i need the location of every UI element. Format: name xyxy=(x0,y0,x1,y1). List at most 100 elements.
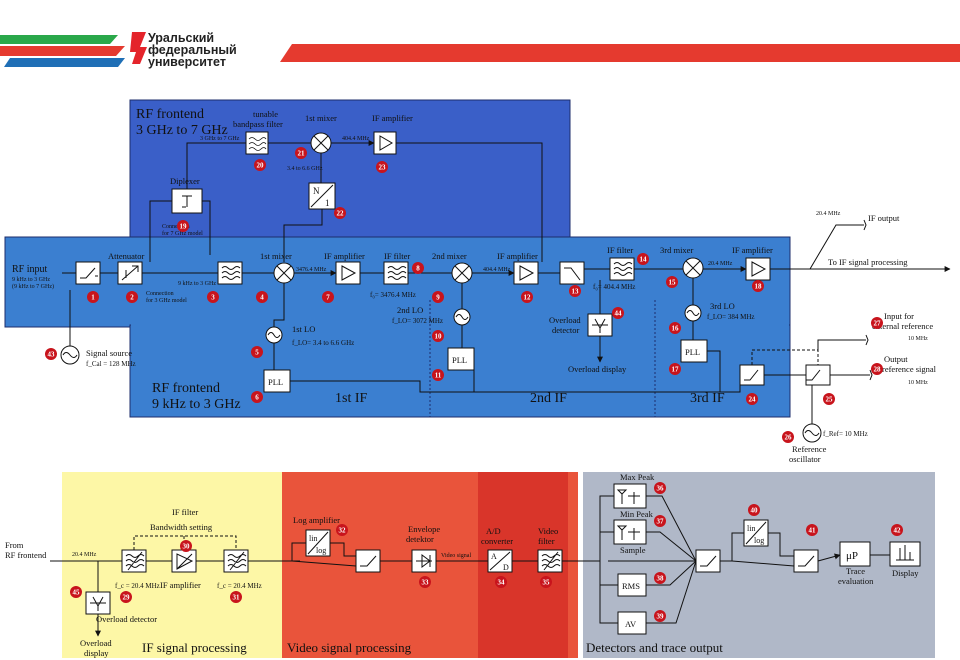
conn7-label: Connection xyxy=(162,224,190,230)
ad2-label: converter xyxy=(481,536,513,546)
trace-switch xyxy=(793,549,819,573)
pll1-text: PLL xyxy=(268,377,283,387)
marker-11-text: 11 xyxy=(435,372,442,380)
envelope2-label: detektor xyxy=(406,534,434,544)
if-proc-amp-label: IF amplifier xyxy=(160,580,201,590)
rf-frontend-lo-title-2: 9 kHz to 3 GHz xyxy=(152,397,241,412)
marker-10 xyxy=(432,330,444,342)
ifout-freq-label: 20.4 MHz xyxy=(816,211,841,217)
video-switch xyxy=(355,549,381,573)
marker-12 xyxy=(521,291,533,303)
if-filter1-label: IF filter xyxy=(384,251,410,261)
marker-35-text: 35 xyxy=(543,579,551,587)
marker-24-text: 24 xyxy=(749,396,757,404)
marker-40 xyxy=(748,504,760,516)
flo-3072-label: f_LO= 3072 MHz xyxy=(392,317,443,325)
marker-38 xyxy=(654,572,666,584)
sample-label: Sample xyxy=(620,545,646,555)
input-switch xyxy=(75,261,101,285)
if-proc-title: IF signal processing xyxy=(142,640,247,655)
marker-25 xyxy=(823,393,835,405)
divider-n: N xyxy=(313,186,320,196)
marker-19-text: 19 xyxy=(180,223,188,231)
marker-28 xyxy=(871,363,883,375)
marker-30-text: 30 xyxy=(183,543,191,551)
header-stripes xyxy=(0,35,960,67)
mixer2-label: 2nd mixer xyxy=(432,251,467,261)
marker-20-text: 20 xyxy=(257,162,265,170)
if2-label: 2nd IF xyxy=(530,391,567,406)
bw-setting-label: Bandwidth setting xyxy=(150,522,213,532)
from-label: From xyxy=(5,540,24,550)
trace-log: log xyxy=(754,536,764,545)
marker-9-text: 9 xyxy=(436,294,440,302)
if-switch xyxy=(559,261,585,285)
lo2-label: 2nd LO xyxy=(397,305,423,315)
marker-41-text: 41 xyxy=(809,527,817,535)
marker-15 xyxy=(666,276,678,288)
video-filter xyxy=(537,549,563,573)
tunable-label: tunable xyxy=(253,109,278,119)
ref-osc1-label: Reference xyxy=(792,444,827,454)
marker-34 xyxy=(495,576,507,588)
marker-4 xyxy=(256,291,268,303)
display-label: Display xyxy=(892,568,919,578)
fcal-label: f_Cal = 128 MHz xyxy=(86,360,136,368)
if-amp1-label: IF amplifier xyxy=(324,251,365,261)
marker-36-text: 36 xyxy=(657,485,665,493)
rf-frontend-hi-title-1: RF frontend xyxy=(136,107,204,122)
marker-1-text: 1 xyxy=(91,294,95,302)
marker-17 xyxy=(669,363,681,375)
ref-switch-1 xyxy=(739,364,765,386)
if-filter2 xyxy=(609,257,635,281)
university-logo-text: Уральский федеральный университет xyxy=(148,32,237,69)
attenuator-label: Attenuator xyxy=(108,251,145,261)
max-peak-label: Max Peak xyxy=(620,472,655,482)
marker-34-text: 34 xyxy=(498,579,506,587)
marker-31 xyxy=(230,591,242,603)
ad-a: A xyxy=(491,552,497,561)
marker-35 xyxy=(540,576,552,588)
marker-21-text: 21 xyxy=(298,150,306,158)
marker-25-text: 25 xyxy=(826,396,834,404)
to-if-processing-label: To IF signal processing xyxy=(828,257,908,267)
trace2-label: evaluation xyxy=(838,576,874,586)
rf-range1-label: 9 kHz to 3 GHz xyxy=(12,277,50,283)
marker-14 xyxy=(637,253,649,265)
log-amp-log: log xyxy=(316,546,326,555)
if-filter2-label: IF filter xyxy=(607,245,633,255)
marker-41 xyxy=(806,524,818,536)
marker-23 xyxy=(376,161,388,173)
if-amp2-label: IF amplifier xyxy=(497,251,538,261)
marker-24 xyxy=(746,393,758,405)
video-proc-title: Video signal processing xyxy=(287,640,412,655)
flo1-label: f_LO= 3.4 to 6.6 GHz xyxy=(292,339,354,347)
if-filter1 xyxy=(383,261,409,285)
marker-37 xyxy=(654,515,666,527)
marker-27-text: 27 xyxy=(874,320,882,328)
marker-45 xyxy=(70,586,82,598)
marker-39 xyxy=(654,610,666,622)
ad1-label: A/D xyxy=(486,526,501,536)
marker-23-text: 23 xyxy=(379,164,387,172)
fc1-label: f_c = 20.4 MHz xyxy=(115,582,160,590)
marker-3 xyxy=(207,291,219,303)
rf-frontend-lo-title-1: RF frontend xyxy=(152,381,220,396)
detector-switch xyxy=(695,549,721,573)
marker-12-text: 12 xyxy=(524,294,532,302)
vf1-label: Video xyxy=(538,526,558,536)
hi-mixer-label: 1st mixer xyxy=(305,113,337,123)
trace1-label: Trace xyxy=(846,566,865,576)
if-amp1 xyxy=(335,261,361,285)
marker-39-text: 39 xyxy=(657,613,665,621)
if1-label: 1st IF xyxy=(335,391,368,406)
video-signal-label: Video signal xyxy=(441,553,471,559)
marker-8-text: 8 xyxy=(416,265,420,273)
range-9k-3g-label: 9 kHz to 3 GHz xyxy=(178,281,216,287)
university-line-3: университет xyxy=(148,55,226,69)
if-proc-filter-b xyxy=(223,549,249,573)
marker-13 xyxy=(569,285,581,297)
input-ref2-label: external reference xyxy=(872,321,933,331)
marker-42-text: 42 xyxy=(894,527,902,535)
log-amp-label: Log amplifier xyxy=(293,515,340,525)
